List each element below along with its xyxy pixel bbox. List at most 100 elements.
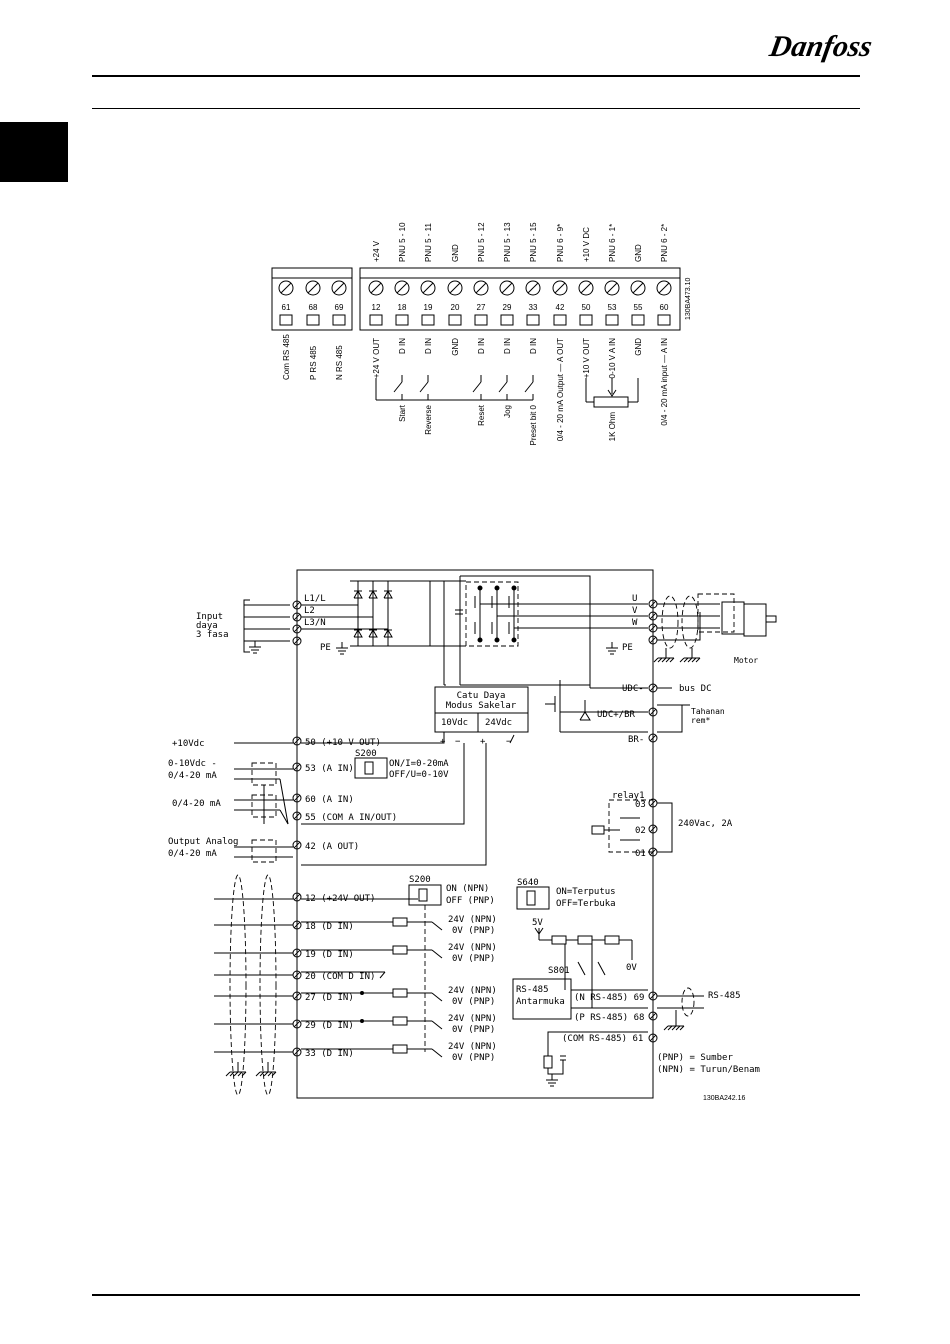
terminal-top-label: GND — [634, 244, 643, 262]
power-input-label: daya — [196, 621, 218, 631]
output-label: V — [632, 606, 638, 616]
switch-contact — [498, 381, 508, 393]
input-bracket — [243, 599, 250, 653]
terminal-clamp — [279, 314, 293, 326]
screw-slot — [293, 949, 301, 957]
phase-label: L1/L — [304, 594, 326, 604]
npn-label: 24V (NPN) — [448, 986, 497, 996]
sign-label: − — [455, 737, 461, 747]
terminal-bottom-label: D IN — [477, 338, 486, 354]
screw-slot — [649, 708, 657, 716]
rs485-interface-box — [512, 978, 572, 1020]
s801-label: S801 — [548, 966, 570, 976]
terminal-top-label: PNU 6 - 9* — [556, 224, 565, 262]
5v-label: 5V — [532, 918, 543, 928]
bias-resistor — [551, 935, 567, 945]
filter-resistor — [543, 1055, 553, 1069]
sign-label: − — [506, 737, 512, 747]
terminal-label: 53 (A IN) — [305, 764, 354, 774]
screw-slot — [293, 601, 301, 609]
dip-switch — [354, 757, 388, 779]
npn-switch — [431, 949, 443, 959]
cable-shield — [259, 874, 277, 1096]
terminal-label: 42 (A OUT) — [305, 842, 359, 852]
screw-slot — [293, 637, 301, 645]
phase-label: L2 — [304, 606, 315, 616]
chassis-ground-icon — [263, 1071, 269, 1077]
terminal-top-label: +10 V DC — [582, 227, 591, 262]
terminal-bottom-label: D IN — [503, 338, 512, 354]
wire — [301, 732, 445, 744]
npn-label: 24V (NPN) — [448, 915, 497, 925]
wire — [547, 1031, 557, 1056]
wire — [301, 743, 487, 866]
rs485-n-label: (N RS-485) 69 — [574, 993, 644, 1003]
screw-terminal — [630, 280, 646, 296]
chassis-ground-icon — [695, 657, 701, 663]
relay-label: relay1 — [612, 791, 645, 801]
terminal-number: 29 — [503, 303, 512, 312]
dip-toggle — [364, 761, 374, 775]
wire — [301, 743, 465, 825]
switch-contact — [393, 381, 403, 393]
screw-slot — [307, 282, 319, 294]
screw-slot — [293, 763, 301, 771]
chassis-ground-icon — [691, 657, 697, 663]
cable-shield — [229, 874, 247, 1096]
udc-plus-label: UDC+/BR — [597, 710, 636, 720]
input-label: 0-10Vdc - — [168, 759, 217, 769]
terminal-clamp — [605, 314, 619, 326]
screw-slot — [293, 893, 301, 901]
terminal-top-label: PNU 5 - 11 — [424, 222, 433, 262]
terminal-top-label: PNU 5 - 13 — [503, 222, 512, 262]
dip-switch-label: S200 — [355, 749, 377, 759]
terminal-label: Com RS 485 — [282, 334, 291, 380]
chassis-ground-icon — [661, 657, 667, 663]
control-terminal — [292, 762, 302, 772]
switch-contact — [419, 381, 429, 393]
dip-on-label: ON (NPN) — [446, 884, 489, 894]
inverter-dashed — [465, 581, 519, 647]
screw-slot — [649, 612, 657, 620]
screw-slot — [649, 992, 657, 1000]
screw-slot — [658, 282, 670, 294]
terminal-number: 53 — [608, 303, 617, 312]
wire — [379, 971, 386, 979]
chassis-ground-icon — [255, 1071, 261, 1077]
screw-slot — [293, 971, 301, 979]
dip-on-label: ON/I=0-20mA — [389, 759, 449, 769]
chassis-ground-icon — [237, 1071, 243, 1077]
screw-slot — [293, 841, 301, 849]
screw-slot — [475, 282, 487, 294]
chassis-ground-icon — [229, 1071, 235, 1077]
digital-terminal-label: 29 (D IN) — [305, 1021, 354, 1031]
chassis-ground-icon — [259, 1071, 265, 1077]
digital-terminal-label: 27 (D IN) — [305, 993, 354, 1003]
switch-label: Reset — [477, 404, 486, 426]
wire — [279, 809, 289, 825]
s640-off-label: OFF=Terbuka — [556, 899, 616, 909]
input-label: 0/4-20 mA — [168, 849, 217, 859]
screw-slot — [649, 684, 657, 692]
brake-label: Tahanan — [691, 707, 725, 716]
motor-pe-wire — [657, 612, 701, 641]
rs485-com-terminal — [648, 1033, 658, 1043]
terminal-bottom-label: 0-10 V A IN — [608, 338, 617, 379]
pe-right-label: PE — [622, 643, 633, 653]
screw-slot — [649, 848, 657, 856]
chassis-ground-icon — [665, 657, 671, 663]
relay-pin-label: 03 — [635, 800, 646, 810]
node — [511, 637, 517, 643]
npn-switch — [431, 921, 443, 931]
switch-contact — [597, 961, 606, 976]
chassis-ground-icon — [683, 657, 689, 663]
screw-terminal — [331, 280, 347, 296]
pnp-label: 0V (PNP) — [452, 1053, 495, 1063]
switch-contact — [577, 961, 586, 976]
chassis-ground-icon — [675, 1025, 681, 1031]
screw-slot — [293, 1048, 301, 1056]
screw-terminal — [305, 280, 321, 296]
footer-rule — [92, 1294, 860, 1296]
psu-24v-label: 24Vdc — [485, 718, 512, 728]
header-rule-bottom — [92, 108, 860, 109]
